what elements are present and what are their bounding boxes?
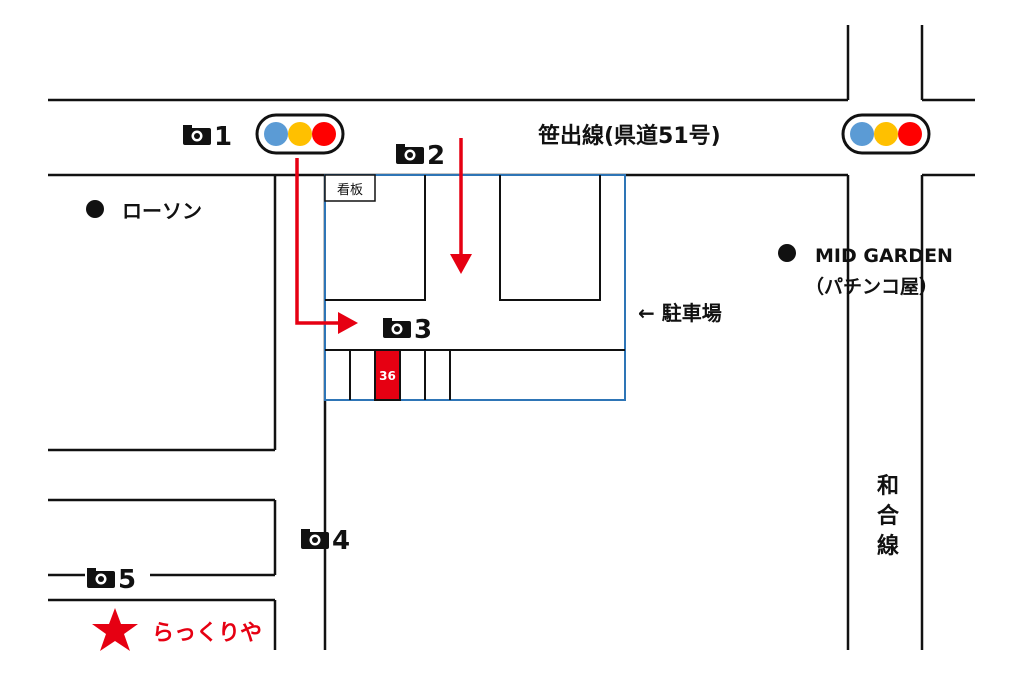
camera-number: 1 <box>214 122 232 152</box>
camera-point-4: 4 <box>301 526 350 556</box>
side-road-label-3: 線 <box>877 533 899 559</box>
parking-label: ← 駐車場 <box>638 301 722 325</box>
camera-point-2: 2 <box>396 141 445 171</box>
traffic-light-icon <box>841 113 931 155</box>
camera-icon <box>301 529 329 549</box>
parking-space-36 <box>374 349 401 401</box>
camera-icon <box>183 125 211 145</box>
camera-number: 2 <box>427 141 445 171</box>
sign-box <box>324 174 376 202</box>
star-icon <box>92 608 138 651</box>
camera-number: 3 <box>414 315 432 345</box>
road-lines <box>48 25 975 650</box>
location-dot-icon <box>86 200 104 218</box>
camera-icon <box>87 568 115 588</box>
traffic-light-icon <box>255 113 345 155</box>
main-road-label: 笹出線(県道51号) <box>538 123 721 149</box>
sign-label: 看板 <box>337 182 363 198</box>
camera-number: 5 <box>118 565 136 595</box>
camera-icon <box>396 144 424 164</box>
camera-number: 4 <box>332 526 350 556</box>
route-arrow-icon <box>295 138 472 334</box>
camera-point-1: 1 <box>183 122 232 152</box>
mid-garden-type: （パチンコ屋） <box>805 275 938 298</box>
camera-point-3: 3 <box>383 315 432 345</box>
parking-lot: 36 看板 <box>324 174 626 401</box>
camera-icon <box>383 318 411 338</box>
rakkuriya-label: らっくりや <box>152 621 262 646</box>
mid-garden-name: MID GARDEN <box>815 245 953 267</box>
camera-point-5: 5 <box>87 565 136 595</box>
location-dot-icon <box>778 244 796 262</box>
parking-space-number: 36 <box>379 369 396 383</box>
side-road-label-2: 合 <box>877 503 900 529</box>
side-road-label-1: 和 <box>877 474 899 499</box>
lawson-label: ローソン <box>122 199 202 223</box>
